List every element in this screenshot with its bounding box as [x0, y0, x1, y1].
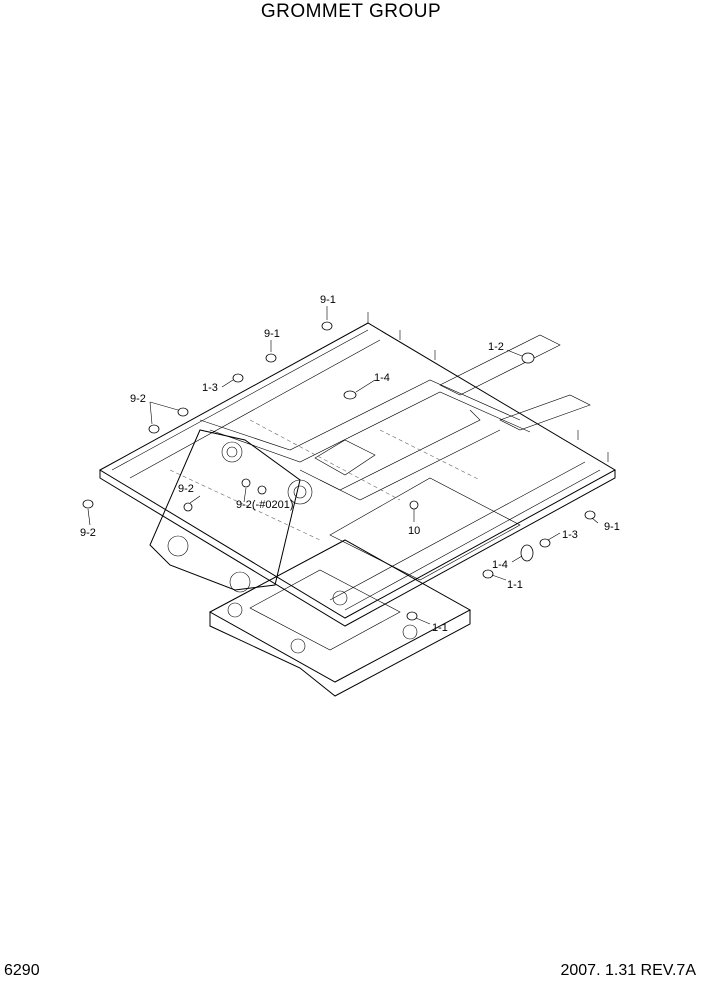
- callout-9-1-top: 9-1: [320, 294, 336, 306]
- revision-date: 2007. 1.31 REV.7A: [560, 962, 696, 979]
- callout-9-2-serial: 9-2(-#0201): [236, 499, 293, 511]
- callout-labels: 9-1 9-1 1-2 1-3 1-4 9-2 9-2 9-2(-#0201) …: [80, 294, 620, 634]
- callout-10: 10: [408, 525, 420, 537]
- leader-lines: [87, 306, 599, 625]
- grommets: [82, 321, 596, 621]
- page-number: 6290: [4, 962, 40, 979]
- callout-1-4-top: 1-4: [374, 372, 390, 384]
- callout-1-2: 1-2: [488, 341, 504, 353]
- page-title: GROMMET GROUP: [260, 1, 442, 22]
- callout-9-2-mid: 9-2: [178, 483, 194, 495]
- callout-9-1-right: 9-1: [604, 521, 620, 533]
- callout-9-1-left: 9-1: [264, 328, 280, 340]
- upper-frame-drawing: [98, 312, 617, 697]
- callout-1-3-right: 1-3: [562, 529, 578, 541]
- callout-1-3-left: 1-3: [202, 382, 218, 394]
- callout-1-4-bottom: 1-4: [492, 559, 508, 571]
- callout-9-2-bottom: 9-2: [80, 527, 96, 539]
- callout-1-1-bottom: 1-1: [432, 622, 448, 634]
- callout-1-1-right: 1-1: [507, 579, 523, 591]
- callout-9-2-left: 9-2: [130, 393, 146, 405]
